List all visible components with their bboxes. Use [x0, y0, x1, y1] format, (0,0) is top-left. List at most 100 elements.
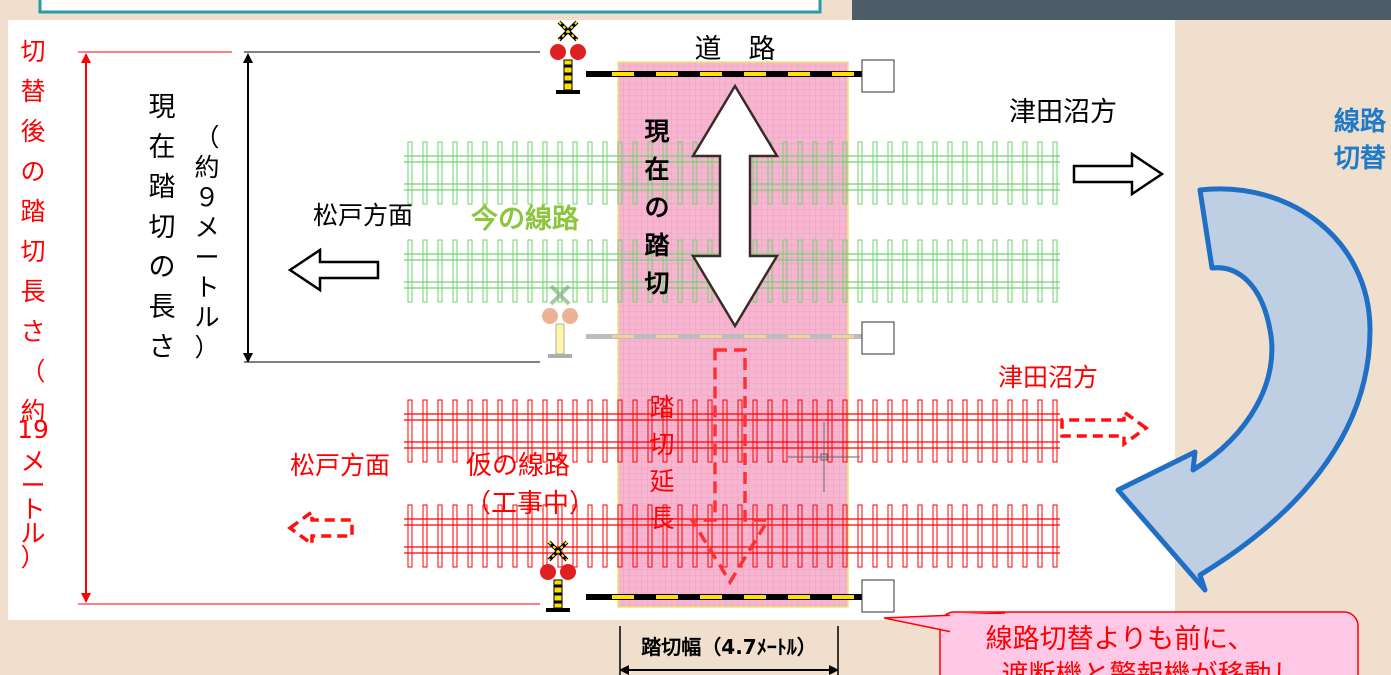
track-tie — [632, 239, 638, 303]
track-tie — [797, 504, 803, 568]
track-tie — [1007, 399, 1013, 463]
track-tie — [617, 504, 623, 568]
track-tie — [452, 239, 458, 303]
track-tie — [962, 399, 968, 463]
track-tie — [887, 399, 893, 463]
track-tie — [752, 399, 758, 463]
current-length-label: 現在踏切の長さ — [149, 92, 176, 363]
track-tie — [677, 504, 683, 568]
track-tie — [407, 239, 413, 303]
track-tie — [932, 141, 938, 205]
track-tie — [797, 141, 803, 205]
track-tie — [437, 239, 443, 303]
track-tie — [662, 141, 668, 205]
track-tie — [557, 399, 563, 463]
track-tie — [1052, 504, 1058, 568]
cursor-crosshair-icon — [788, 422, 860, 492]
track-tie — [992, 239, 998, 303]
track-tie — [617, 399, 623, 463]
track-tie — [452, 504, 458, 568]
track-tie — [677, 239, 683, 303]
crossing-bar-bottom — [586, 579, 895, 613]
matsudo-label-bottom: 松戸方面 — [290, 451, 390, 480]
track-tie — [872, 141, 878, 205]
track-tie — [602, 239, 608, 303]
arrow-right-tsudanuma-icon — [1072, 151, 1165, 197]
track-tie — [842, 141, 848, 205]
track-tie — [647, 504, 653, 568]
track-tie — [422, 399, 428, 463]
track-tie — [482, 504, 488, 568]
track-tie — [512, 141, 518, 205]
track-tie — [482, 399, 488, 463]
track-tie — [572, 399, 578, 463]
track-tie — [797, 399, 803, 463]
temp-track-label: 仮の線路 — [466, 451, 570, 481]
track-tie — [842, 239, 848, 303]
track-tie — [767, 504, 773, 568]
track-tie — [587, 141, 593, 205]
track-tie — [947, 239, 953, 303]
arrow-right-tsudanuma-temp-icon — [1060, 408, 1149, 448]
track-tie — [467, 399, 473, 463]
track-tie — [452, 141, 458, 205]
track-tie — [1007, 239, 1013, 303]
track-tie — [1007, 504, 1013, 568]
track-tie — [857, 399, 863, 463]
switch-curved-arrow-icon — [1115, 186, 1373, 593]
track-tie — [947, 399, 953, 463]
track-tie — [887, 239, 893, 303]
track-tie — [512, 504, 518, 568]
track-tie — [992, 504, 998, 568]
track-tie — [1022, 399, 1028, 463]
track-tie — [572, 141, 578, 205]
track-tie — [452, 399, 458, 463]
track-tie — [917, 504, 923, 568]
arrow-left-matsudo-icon — [287, 247, 380, 293]
track-tie — [602, 399, 608, 463]
track-tie — [437, 141, 443, 205]
track-tie — [482, 239, 488, 303]
track-tie — [812, 504, 818, 568]
track-tie — [962, 141, 968, 205]
track-tie — [812, 399, 818, 463]
track-tie — [1037, 141, 1043, 205]
track-tie — [932, 399, 938, 463]
track-tie — [842, 504, 848, 568]
crossing-signal-bottom-icon — [540, 540, 576, 612]
track-tie — [407, 141, 413, 205]
switch-label-1: 線路 — [1334, 106, 1387, 137]
track-tie — [587, 399, 593, 463]
current-crossing-double-arrow-icon — [690, 83, 780, 329]
track-tie — [1052, 399, 1058, 463]
track-tie — [812, 239, 818, 303]
track-tie — [782, 239, 788, 303]
after-length-number: 19 — [17, 415, 49, 444]
after-length-label: 切替後の踏切長さ（約 — [20, 37, 45, 426]
arrow-left-matsudo-temp-icon — [287, 508, 354, 548]
track-tie — [977, 504, 983, 568]
track-tie — [527, 239, 533, 303]
track-tie — [662, 239, 668, 303]
track-tie — [437, 399, 443, 463]
crossing-signal-top-icon — [550, 20, 586, 94]
track-tie — [497, 504, 503, 568]
track-tie — [917, 399, 923, 463]
track-tie — [557, 504, 563, 568]
after-length-dimension — [78, 51, 540, 605]
track-tie — [872, 504, 878, 568]
track-tie — [1022, 239, 1028, 303]
track-tie — [1022, 141, 1028, 205]
top-right-photo-edge — [852, 0, 1391, 20]
track-tie — [722, 504, 728, 568]
track-tie — [692, 504, 698, 568]
track-tie — [542, 239, 548, 303]
track-tie — [632, 141, 638, 205]
track-tie — [512, 399, 518, 463]
track-tie — [872, 399, 878, 463]
track-tie — [977, 399, 983, 463]
track-tie — [902, 399, 908, 463]
track-tie — [467, 141, 473, 205]
track-tie — [692, 141, 698, 205]
